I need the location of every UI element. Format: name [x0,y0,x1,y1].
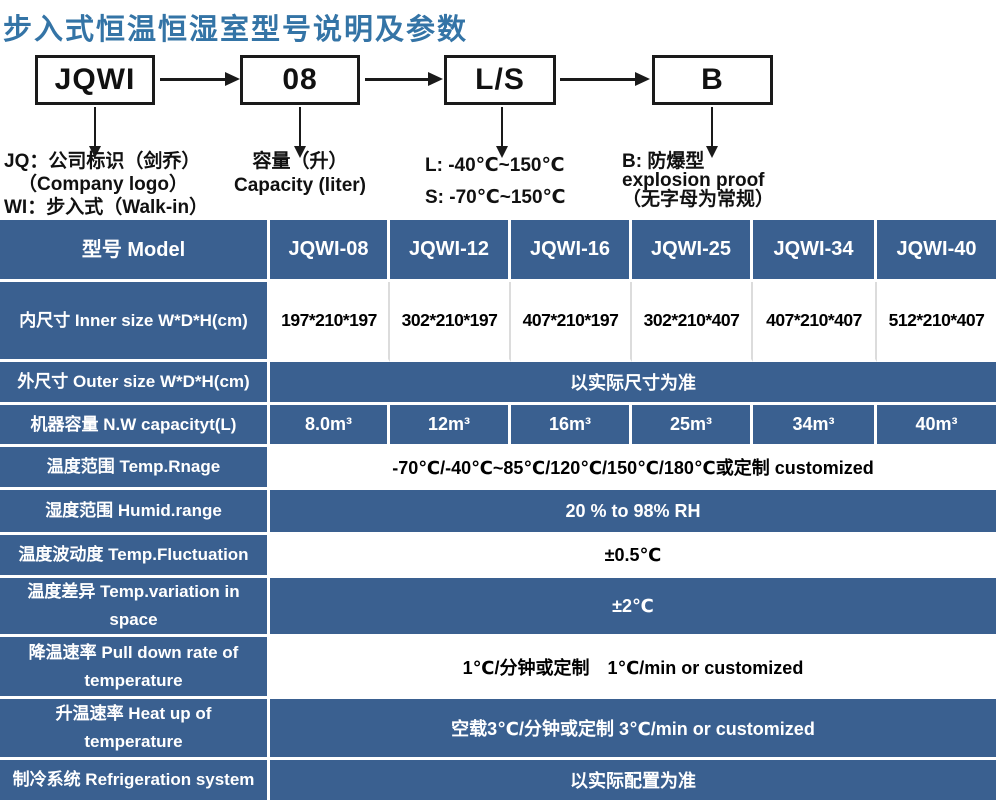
table-row-model: 型号 Model JQWI-08 JQWI-12 JQWI-16 JQWI-25… [0,220,996,282]
arrow-down-icon [294,107,306,158]
note-line: S: -70℃~150℃ [425,187,566,208]
note-capacity: 容量（升） Capacity (liter) [190,150,410,198]
note-line: （无字母为常规） [622,189,775,210]
model-header: JQWI-34 [753,220,877,282]
heat-up-rate-value: 空载3℃/分钟或定制 3℃/min or customized [270,699,996,760]
note-line: （Company logo） [18,174,188,195]
capacity-value: 25m³ [632,405,753,447]
inner-size-value: 302*210*197 [390,282,511,362]
model-code-diagram: JQWI 08 L/S B JQ：公司标识（剑乔） （Company logo）… [0,50,996,218]
table-row-inner-size: 内尺寸 Inner size W*D*H(cm) 197*210*197 302… [0,282,996,362]
table-row-temp-variation: 温度差异 Temp.variation in space ±2℃ [0,578,996,637]
page-title: 步入式恒温恒湿室型号说明及参数 [3,14,469,46]
temp-range-value: -70℃/-40℃~85℃/120℃/150℃/180℃或定制 customiz… [270,447,996,490]
note-line: JQ：公司标识（剑乔） [4,151,201,172]
arrow-right-icon [560,72,650,86]
table-row-capacity: 机器容量 N.W capacityt(L) 8.0m³ 12m³ 16m³ 25… [0,405,996,447]
model-header: JQWI-08 [270,220,390,282]
inner-size-value: 302*210*407 [632,282,753,362]
capacity-value: 12m³ [390,405,511,447]
row-label-temp-range: 温度范围 Temp.Rnage [0,447,270,490]
table-row-temp-fluctuation: 温度波动度 Temp.Fluctuation ±0.5℃ [0,535,996,578]
capacity-value: 34m³ [753,405,877,447]
code-box-capacity: 08 [240,55,360,105]
note-line: 容量（升） [252,151,348,172]
note-line: Capacity (liter) [234,175,366,196]
row-label-temp-variation: 温度差异 Temp.variation in space [0,578,270,637]
note-line: WI：步入式（Walk-in） [4,197,209,218]
code-box-company: JQWI [35,55,155,105]
table-row-pull-down-rate: 降温速率 Pull down rate of temperature 1℃/分钟… [0,637,996,699]
arrow-down-icon [496,107,508,158]
partial-bottom-value: 以实际配置为准 [270,760,996,800]
row-label-pull-down-rate: 降温速率 Pull down rate of temperature [0,637,270,699]
note-line: explosion proof [622,170,765,191]
model-header: JQWI-16 [511,220,632,282]
model-header: JQWI-25 [632,220,753,282]
row-label-humid-range: 湿度范围 Humid.range [0,490,270,535]
humid-range-value: 20 % to 98% RH [270,490,996,535]
spec-table: 型号 Model JQWI-08 JQWI-12 JQWI-16 JQWI-25… [0,220,996,800]
arrow-down-icon [89,107,101,158]
table-row-outer-size: 外尺寸 Outer size W*D*H(cm) 以实际尺寸为准 [0,362,996,405]
note-line: B: 防爆型 [622,151,705,172]
model-header: JQWI-40 [877,220,996,282]
row-label-outer-size: 外尺寸 Outer size W*D*H(cm) [0,362,270,405]
outer-size-value: 以实际尺寸为准 [270,362,996,405]
row-label-capacity: 机器容量 N.W capacityt(L) [0,405,270,447]
temp-variation-value: ±2℃ [270,578,996,637]
capacity-value: 40m³ [877,405,996,447]
note-explosion-proof: B: 防爆型 explosion proof （无字母为常规） [622,152,774,209]
note-company-logo: JQ：公司标识（剑乔） （Company logo） WI：步入式（Walk-i… [4,150,208,219]
inner-size-value: 407*210*197 [511,282,632,362]
pull-down-rate-value: 1℃/分钟或定制 1℃/min or customized [270,637,996,699]
code-box-temp-type: L/S [444,55,556,105]
code-box-explosion: B [652,55,773,105]
table-row-heat-up-rate: 升温速率 Heat up of temperature 空载3℃/分钟或定制 3… [0,699,996,760]
arrow-right-icon [365,72,443,86]
inner-size-value: 197*210*197 [270,282,390,362]
note-line: L: -40℃~150℃ [425,155,565,176]
inner-size-value: 512*210*407 [877,282,996,362]
table-row-humid-range: 湿度范围 Humid.range 20 % to 98% RH [0,490,996,535]
table-row-temp-range: 温度范围 Temp.Rnage -70℃/-40℃~85℃/120℃/150℃/… [0,447,996,490]
arrow-down-icon [706,107,718,158]
table-row-partial-bottom: 制冷系统 Refrigeration system 以实际配置为准 [0,760,996,800]
capacity-value: 8.0m³ [270,405,390,447]
row-label-temp-fluctuation: 温度波动度 Temp.Fluctuation [0,535,270,578]
row-label-inner-size: 内尺寸 Inner size W*D*H(cm) [0,282,270,362]
model-header: JQWI-12 [390,220,511,282]
inner-size-value: 407*210*407 [753,282,877,362]
row-label-model: 型号 Model [0,220,270,282]
row-label-heat-up-rate: 升温速率 Heat up of temperature [0,699,270,760]
note-temp-type: L: -40℃~150℃ S: -70℃~150℃ [425,150,566,214]
row-label-partial-bottom: 制冷系统 Refrigeration system [0,760,270,800]
capacity-value: 16m³ [511,405,632,447]
temp-fluctuation-value: ±0.5℃ [270,535,996,578]
arrow-right-icon [160,72,240,86]
